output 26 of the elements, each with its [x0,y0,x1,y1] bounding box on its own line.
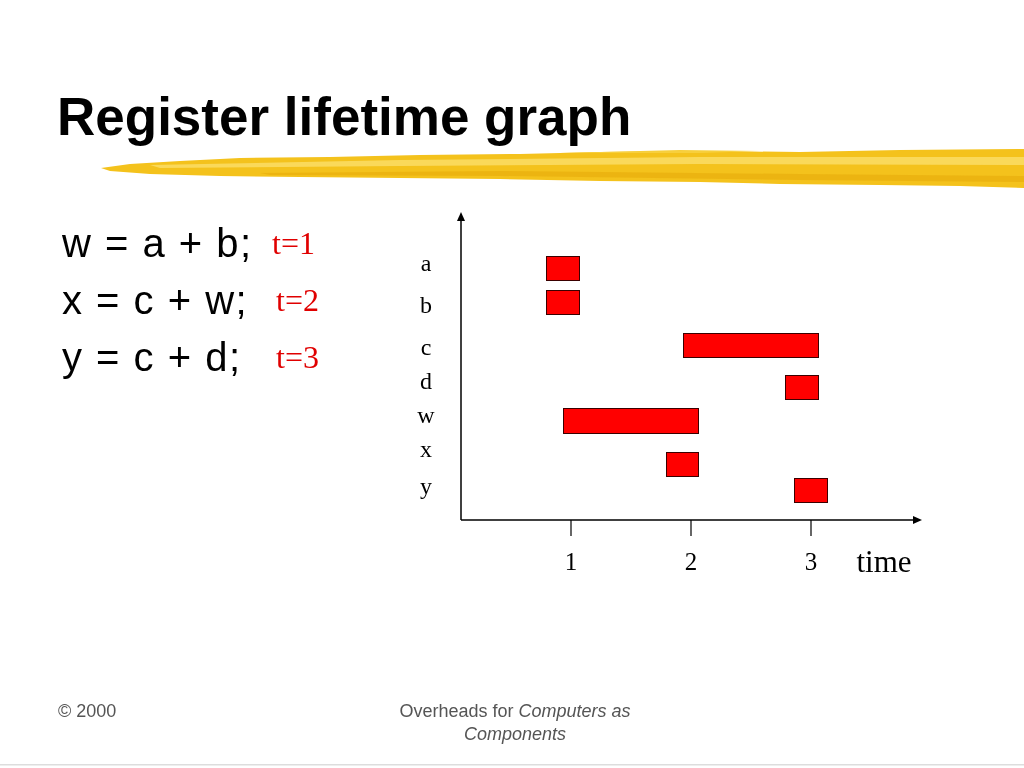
code-line: y = c + d; [62,335,242,379]
code-line: x = c + w; [62,278,249,322]
lifetime-bar [785,375,819,400]
lifetime-bar [666,452,699,477]
copyright-notice: © 2000 [58,700,117,723]
tick-label: 2 [684,548,698,576]
register-name: w [417,403,435,429]
lifetime-bar [563,408,699,434]
register-name: x [420,437,432,463]
axis-title: time [856,545,912,579]
register-name: a [420,251,432,277]
tick-label: 3 [804,548,818,576]
time-step-label: t=2 [276,283,319,319]
time-step-label: t=1 [272,226,315,262]
lifetime-bar [683,333,819,358]
register-name: d [420,369,432,395]
tick-label: 1 [564,548,578,576]
register-name: y [420,474,432,500]
footer-text: Overheads for Computers as Components [398,700,632,745]
code-line: w = a + b; [62,221,253,265]
lifetime-bar [546,256,580,281]
time-step-label: t=3 [276,340,319,376]
lifetime-bar [794,478,828,503]
register-name: b [420,293,432,319]
register-name: c [420,335,432,361]
lifetime-bar [546,290,580,315]
